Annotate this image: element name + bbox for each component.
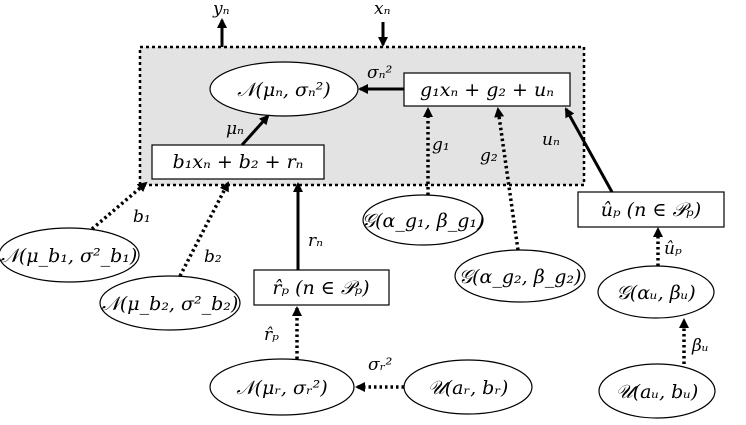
edge-label-g1: g₁ <box>432 135 450 155</box>
prior-b2-node <box>99 275 241 331</box>
uniform-r-label: 𝒰(aᵣ, bᵣ) <box>428 377 509 399</box>
output-label-yn: yₙ <box>212 0 230 19</box>
edge-label-u-n: uₙ <box>542 130 560 150</box>
input-label-xn: xₙ <box>374 0 391 19</box>
r-hat-box <box>253 269 390 306</box>
mean-expression-label: b₁xₙ + b₂ + rₙ <box>173 151 304 173</box>
noise-variance-label: g₁xₙ + g₂ + uₙ <box>420 79 554 101</box>
edge-g2 <box>494 107 520 251</box>
edge-u-n <box>564 107 614 193</box>
normal-output-label: 𝒩(μₙ, σₙ²) <box>237 79 330 101</box>
normal-r-label: 𝒩(μᵣ, σᵣ²) <box>236 377 327 399</box>
r-hat-label: r̂ₚ (n ∈ 𝒫ₚ) <box>272 277 369 299</box>
edge-label-sigma-n2: σₙ² <box>367 63 392 83</box>
edge-b1 <box>90 181 148 231</box>
edge-label-sigma-r2: σᵣ² <box>368 355 393 375</box>
normal-r-node <box>209 358 355 416</box>
gamma-g1-label: 𝒢(α_g₁, β_g₁) <box>362 210 485 232</box>
edge-label-beta-u: βᵤ <box>691 336 709 356</box>
uniform-u-label: 𝒰(aᵤ, bᵤ) <box>616 381 699 403</box>
uniform-u-node <box>598 363 716 419</box>
edge-b2 <box>178 181 230 277</box>
edge-label-r-hat-p: r̂ₚ <box>264 325 279 345</box>
prior-b2-label: 𝒩(μ_b₂, σ²_b₂) <box>102 293 239 315</box>
edge-label-u-hat-p: ûₚ <box>664 239 682 259</box>
edge-label-g2: g₂ <box>480 146 498 166</box>
mean-expression-box <box>151 144 325 180</box>
edge-label-mu-n: μₙ <box>226 119 244 139</box>
gamma-u-node <box>597 265 715 319</box>
gamma-g2-label: 𝒢(α_g₂, β_g₂) <box>459 266 582 288</box>
gamma-g2-node <box>454 249 586 303</box>
prior-b1-node <box>0 227 140 283</box>
u-hat-label: ûₚ (n ∈ 𝒫ₚ) <box>601 199 701 221</box>
gamma-g1-node <box>362 194 484 246</box>
prior-b1-label: 𝒩(μ_b₁, σ²_b₁) <box>1 245 138 267</box>
edge-label-b2: b₂ <box>204 247 222 267</box>
gamma-u-label: 𝒢(αᵤ, βᵤ) <box>616 282 695 304</box>
edge-mean-to-normal <box>240 114 270 147</box>
edge-label-r-n: rₙ <box>308 231 323 251</box>
u-hat-box <box>577 191 725 228</box>
edge-label-b1: b₁ <box>133 207 151 227</box>
